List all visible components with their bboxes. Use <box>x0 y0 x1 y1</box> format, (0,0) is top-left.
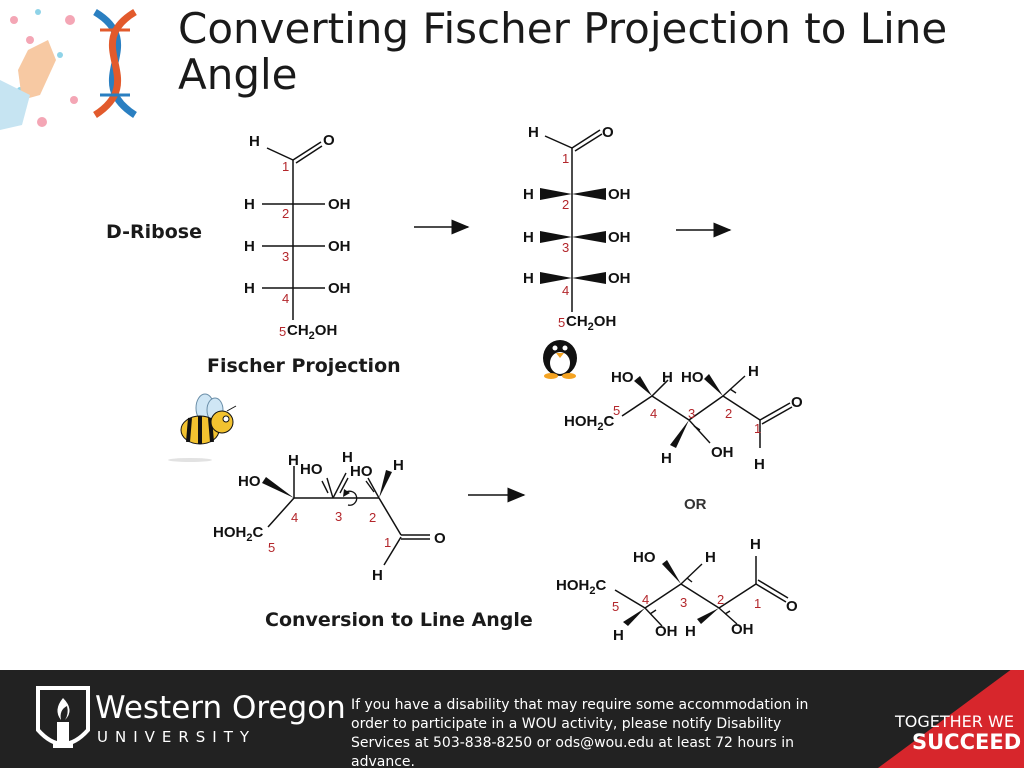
dna-illustration-icon <box>0 9 137 130</box>
atom-label: CH2OH <box>566 313 616 333</box>
bee-icon <box>168 393 237 462</box>
carbon-number: 2 <box>562 197 569 212</box>
atom-label: O <box>434 530 446 547</box>
carbon-number: 1 <box>282 159 289 174</box>
atom-label: HO <box>681 369 704 386</box>
carbon-number: 3 <box>688 406 695 421</box>
atom-label: HO <box>633 549 656 566</box>
atom-label: H <box>342 449 353 466</box>
atom-label: HOH2C <box>564 413 614 433</box>
page-title: Converting Fischer Projection to Line An… <box>178 4 948 99</box>
carbon-number: 1 <box>754 596 761 611</box>
atom-label: OH <box>731 621 754 638</box>
atom-label: H <box>523 270 534 287</box>
line-angle-structure-lower <box>614 556 789 609</box>
line-angle-structure-upper <box>621 379 793 448</box>
carbon-number: 5 <box>279 324 286 339</box>
atom-label: HO <box>350 463 373 480</box>
atom-label: H <box>288 452 299 469</box>
atom-label: H <box>372 567 383 584</box>
atom-label: H <box>754 456 765 473</box>
atom-label: HOH2C <box>213 524 263 544</box>
tagline-banner <box>878 670 1024 768</box>
atom-label: HO <box>611 369 634 386</box>
carbon-number: 2 <box>717 592 724 607</box>
carbon-number: 5 <box>612 599 619 614</box>
atom-label: OH <box>711 444 734 461</box>
carbon-number: 3 <box>562 240 569 255</box>
line-angle-structure-left <box>267 466 430 566</box>
atom-label: H <box>523 186 534 203</box>
atom-label: OH <box>328 238 351 255</box>
atom-label: HOH2C <box>556 577 606 597</box>
atom-label: CH2OH <box>287 322 337 342</box>
atom-label: O <box>791 394 803 411</box>
atom-label: H <box>661 450 672 467</box>
carbon-number: 4 <box>650 406 657 421</box>
carbon-number: 4 <box>642 592 649 607</box>
chemistry-diagram: H O H OH H OH H OH CH2OH 1 2 3 4 5 H O H… <box>168 124 803 644</box>
atom-label: OH <box>328 196 351 213</box>
carbon-number: 4 <box>282 291 289 306</box>
wedge-fischer-structure <box>544 129 603 312</box>
carbon-number: 3 <box>335 509 342 524</box>
carbon-number: 2 <box>369 510 376 525</box>
tagline-line2: SUCCEED <box>912 730 1022 754</box>
atom-label: H <box>528 124 539 141</box>
carbon-number: 4 <box>562 283 569 298</box>
tagline-line1: TOGETHER WE <box>895 712 1014 731</box>
carbon-number: 1 <box>384 535 391 550</box>
atom-label: H <box>393 457 404 474</box>
carbon-number: 5 <box>558 315 565 330</box>
atom-label: H <box>523 229 534 246</box>
atom-label: H <box>685 623 696 640</box>
atom-label: HO <box>238 473 261 490</box>
atom-label: OH <box>655 623 678 640</box>
university-subtitle: UNIVERSITY <box>97 728 257 746</box>
atom-label: OH <box>608 186 631 203</box>
atom-label: H <box>750 536 761 553</box>
d-ribose-label: D-Ribose <box>106 221 203 243</box>
atom-label: H <box>249 133 260 150</box>
atom-label: H <box>748 363 759 380</box>
carbon-number: 3 <box>680 595 687 610</box>
carbon-number: 4 <box>291 510 298 525</box>
carbon-number: 3 <box>282 249 289 264</box>
torch-logo-icon <box>36 686 90 748</box>
atom-label: H <box>244 238 255 255</box>
university-name: Western Oregon <box>95 690 346 726</box>
carbon-number: 1 <box>754 421 761 436</box>
carbon-number: 2 <box>282 206 289 221</box>
accessibility-notice: If you have a disability that may requir… <box>351 697 809 770</box>
atom-label: O <box>323 132 335 149</box>
fischer-projection-label: Fischer Projection <box>207 355 401 377</box>
carbon-number: 2 <box>725 406 732 421</box>
atom-label: O <box>786 598 798 615</box>
carbon-number: 5 <box>613 403 620 418</box>
conversion-label: Conversion to Line Angle <box>265 609 533 631</box>
atom-label: H <box>613 627 624 644</box>
atom-label: HO <box>300 461 323 478</box>
carbon-number: 1 <box>562 151 569 166</box>
carbon-number: 5 <box>268 540 275 555</box>
fischer-projection-structure <box>262 141 325 320</box>
rotate-arrow-icon <box>343 489 350 497</box>
atom-label: OH <box>328 280 351 297</box>
atom-label: H <box>244 196 255 213</box>
penguin-icon <box>543 340 577 379</box>
atom-label: H <box>662 369 673 386</box>
atom-label: OH <box>608 270 631 287</box>
atom-label: OH <box>608 229 631 246</box>
atom-label: H <box>244 280 255 297</box>
atom-label: H <box>705 549 716 566</box>
atom-label: O <box>602 124 614 141</box>
footer-bar: Western Oregon UNIVERSITY If you have a … <box>0 670 1024 770</box>
or-label: OR <box>684 496 707 513</box>
